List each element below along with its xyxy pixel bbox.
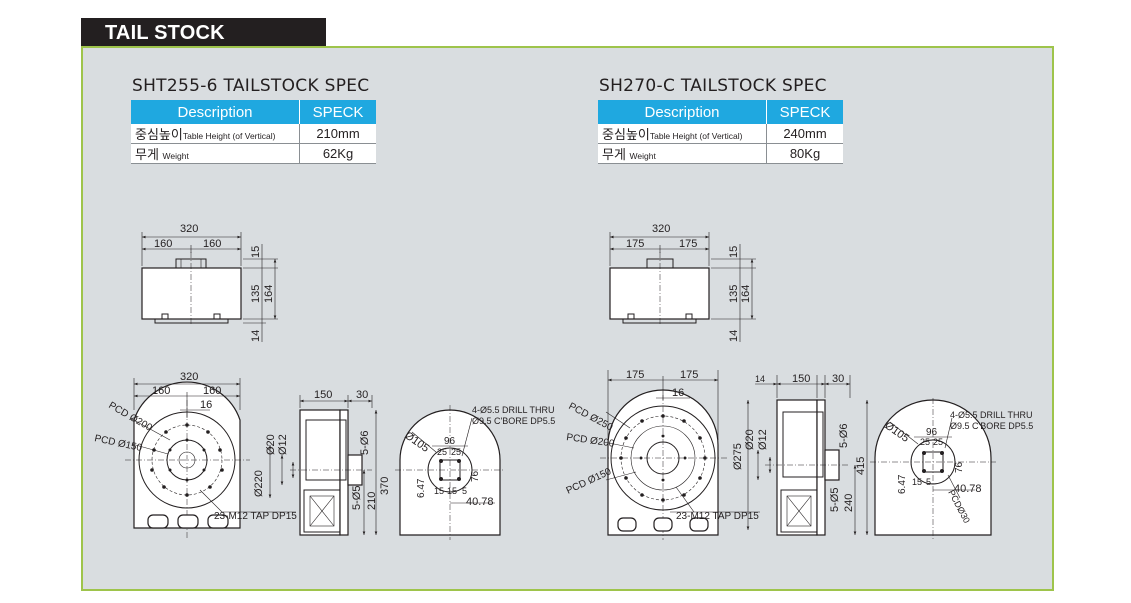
right-back-view: 96 25 25 Ø105 76 6.47 15 5 40.78 PCDØ30 …: [870, 398, 1033, 540]
dim-text: 135: [250, 285, 262, 303]
dim-text: 76: [954, 461, 965, 473]
dim-text: 370: [379, 477, 391, 495]
dim-text: 5-Ø6: [359, 431, 371, 455]
dim-text: Ø20: [265, 434, 277, 455]
dim-text: 6.47: [416, 478, 427, 498]
dim-text: 15: [250, 246, 262, 258]
dim-text: Ø12: [277, 434, 289, 455]
dim-text: 25: [437, 447, 447, 457]
dim-text: 415: [855, 457, 867, 475]
dim-text: 5: [462, 486, 467, 496]
dim-text: 160: [203, 385, 221, 397]
dim-text: 160: [203, 238, 221, 250]
drill-note: 4-Ø5.5 DRILL THRU: [472, 405, 555, 415]
dim-text: 25: [451, 447, 461, 457]
dim-text: 135: [728, 285, 740, 303]
dim-text: 320: [652, 223, 670, 235]
dim-text: 40.78: [466, 496, 494, 508]
table-row: 중심높이Table Height (of Vertical) 210mm: [131, 124, 376, 144]
dim-text: 5-Ø5: [829, 488, 841, 512]
dim-text: 5-Ø6: [838, 424, 850, 448]
col-speck: SPECK: [299, 100, 376, 124]
dim-text: 96: [444, 436, 456, 447]
dim-text: 320: [180, 223, 198, 235]
left-front-view: 320 160 160 16 PCD Ø200 PCD Ø150 23-M12 …: [93, 371, 297, 540]
pcd-label: PCD Ø250: [567, 401, 615, 434]
dim-text: 30: [356, 389, 368, 401]
dim-text: 160: [154, 238, 172, 250]
dim-text: 40.78: [954, 483, 982, 495]
dim-text: 6.47: [897, 474, 908, 494]
dim-text: 16: [672, 387, 684, 399]
dim-text: 150: [314, 389, 332, 401]
left-back-view: 96 25 25 Ø105 76 6.47 15 15 5 40.78 4-Ø5…: [395, 405, 555, 540]
drill-note: Ø9.5 C'BORE DP5.5: [472, 416, 555, 426]
row-value: 80Kg: [766, 143, 843, 164]
dim-text: 14: [755, 374, 765, 384]
table-row: 무게 Weight 80Kg: [598, 143, 843, 164]
row-label: 중심높이Table Height (of Vertical): [598, 124, 767, 144]
dim-text: Ø275: [732, 443, 744, 470]
spec-table-sht255: Description SPECK 중심높이Table Height (of V…: [131, 100, 376, 164]
dim-text: 175: [626, 369, 644, 381]
row-value: 210mm: [299, 124, 376, 144]
dim-text: 5-Ø5: [351, 486, 363, 510]
tap-label: 23-M12 TAP DP15: [676, 511, 759, 522]
row-label: 무게 Weight: [131, 143, 300, 164]
dim-text: 25: [920, 437, 930, 447]
spec-title-sh270: SH270-C TAILSTOCK SPEC: [599, 76, 827, 96]
dim-text: 15: [912, 477, 922, 487]
right-top-view: 320 175 175 15 135 164 14: [609, 223, 756, 342]
pcd-label: PCD Ø150: [565, 466, 614, 497]
spec-title-sht255: SHT255-6 TAILSTOCK SPEC: [132, 76, 370, 96]
row-value: 62Kg: [299, 143, 376, 164]
right-front-view: 175 175 16 PCD Ø250 PCD Ø200 PCD Ø150 23…: [565, 369, 760, 540]
col-description: Description: [598, 100, 767, 124]
dim-text: Ø12: [757, 429, 769, 450]
section-header: TAIL STOCK: [81, 18, 326, 48]
dim-text: 15: [447, 486, 457, 496]
dim-text: 14: [250, 330, 262, 342]
row-value: 240mm: [766, 124, 843, 144]
dim-text: 164: [263, 285, 275, 303]
drill-note: 4-Ø5.5 DRILL THRU: [950, 410, 1033, 420]
dim-text: Ø220: [253, 470, 265, 497]
left-top-view: 320 160 160 15 135 164 14: [141, 223, 278, 342]
dim-text: 240: [843, 494, 855, 512]
dim-text: Ø20: [744, 429, 756, 450]
dim-text: 164: [740, 285, 752, 303]
dim-text: 15: [434, 486, 444, 496]
dim-text: 320: [180, 371, 198, 383]
drill-note: Ø9.5 C'BORE DP5.5: [950, 421, 1033, 431]
dim-text: 175: [626, 238, 644, 250]
right-side-view: 14 150 30 Ø275 Ø20 Ø12 5-Ø6 5-Ø5 240 415: [732, 373, 869, 536]
table-row: 중심높이Table Height (of Vertical) 240mm: [598, 124, 843, 144]
dim-text: 96: [926, 427, 938, 438]
tap-label: 23-M12 TAP DP15: [214, 511, 297, 522]
row-label: 중심높이Table Height (of Vertical): [131, 124, 300, 144]
col-description: Description: [131, 100, 300, 124]
dim-text: 30: [832, 373, 844, 385]
dim-text: 150: [792, 373, 810, 385]
dim-text: 175: [680, 369, 698, 381]
col-speck: SPECK: [766, 100, 843, 124]
dim-text: 16: [200, 399, 212, 411]
dim-text: 5: [926, 477, 931, 487]
dim-text: 210: [366, 492, 378, 510]
row-label: 무게 Weight: [598, 143, 767, 164]
table-row: 무게 Weight 62Kg: [131, 143, 376, 164]
left-side-view: 150 30 Ø220 Ø20 Ø12 5-Ø6 5-Ø5 370 210: [253, 389, 391, 536]
dim-text: 160: [152, 385, 170, 397]
dim-text: 14: [728, 330, 740, 342]
dim-text: 76: [470, 470, 481, 482]
dim-text: 15: [728, 246, 740, 258]
spec-table-sh270: Description SPECK 중심높이Table Height (of V…: [598, 100, 843, 164]
dim-text: 25: [933, 437, 943, 447]
dim-text: 175: [679, 238, 697, 250]
